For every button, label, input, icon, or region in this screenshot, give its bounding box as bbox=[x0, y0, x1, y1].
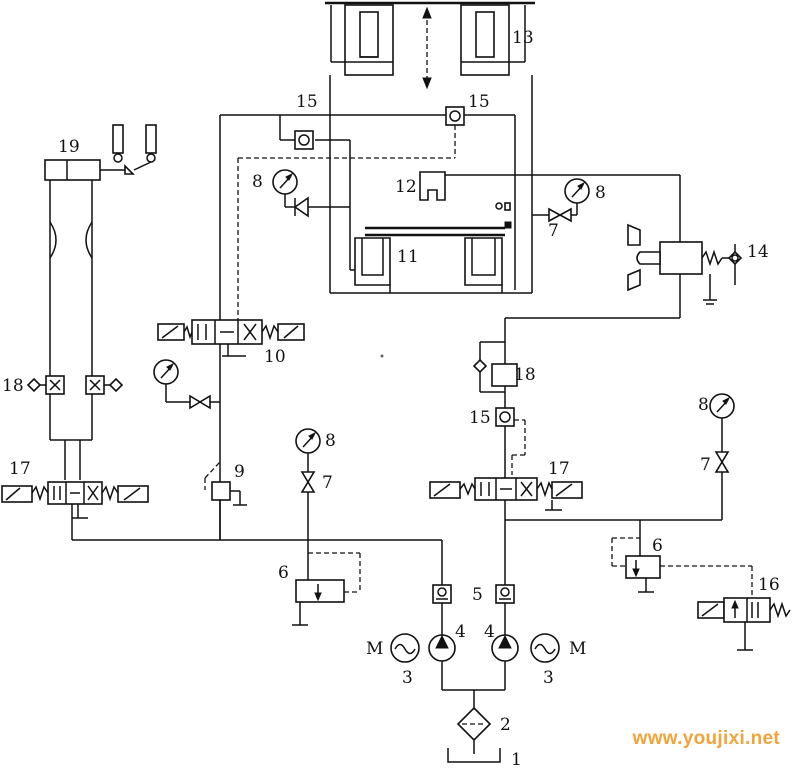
label-15-left: 15 bbox=[296, 92, 318, 112]
label-7-right: 7 bbox=[700, 455, 711, 475]
pressure-gauge-8-far-right bbox=[709, 393, 735, 520]
directional-valve-10 bbox=[157, 319, 305, 357]
speck bbox=[380, 354, 384, 358]
valve-16 bbox=[697, 597, 791, 651]
label-7-upper: 7 bbox=[548, 221, 559, 241]
cylinder-13 bbox=[325, 1, 535, 90]
label-9: 9 bbox=[234, 462, 245, 482]
die-12 bbox=[419, 171, 681, 245]
relief-valve-6-left bbox=[292, 552, 361, 626]
label-15-right: 15 bbox=[468, 92, 490, 112]
label-17-left: 17 bbox=[9, 459, 31, 479]
label-13: 13 bbox=[512, 28, 534, 48]
component-labels: 1 2 3 3 4 4 5 6 6 7 7 7 8 8 8 8 9 10 11 … bbox=[2, 28, 780, 770]
label-1: 1 bbox=[511, 750, 522, 770]
cylinder-14 bbox=[627, 223, 743, 318]
label-3-left: 3 bbox=[402, 668, 413, 688]
cylinder-19 bbox=[44, 124, 157, 480]
pressure-gauge-8-left bbox=[272, 169, 350, 218]
label-7-middle: 7 bbox=[322, 473, 333, 493]
check-valve-15-right bbox=[445, 106, 465, 126]
valve-18-left bbox=[26, 375, 124, 395]
check-valve-5-right bbox=[495, 584, 515, 635]
cylinder-11 bbox=[354, 202, 512, 293]
check-valve-5-left bbox=[432, 584, 452, 635]
relief-valve-6-right bbox=[611, 520, 753, 598]
label-16: 16 bbox=[758, 575, 780, 595]
label-19: 19 bbox=[58, 137, 80, 157]
motor-right bbox=[530, 633, 560, 663]
label-10: 10 bbox=[264, 347, 286, 367]
label-18-left: 18 bbox=[2, 376, 24, 396]
directional-valve-17-right bbox=[429, 477, 583, 511]
tank-1 bbox=[447, 748, 501, 763]
pump-4-right bbox=[491, 634, 519, 690]
upper-circuit bbox=[219, 75, 533, 540]
label-8-upper-right: 8 bbox=[595, 183, 606, 203]
label-4-left: 4 bbox=[455, 622, 466, 642]
label-18-right: 18 bbox=[514, 365, 536, 385]
pressure-gauge-8-right bbox=[532, 178, 590, 223]
label-8-upper-left: 8 bbox=[252, 172, 263, 192]
label-motor-right: M bbox=[569, 639, 586, 659]
label-8-middle: 8 bbox=[325, 431, 336, 451]
right-circuit bbox=[472, 317, 722, 585]
valve-9 bbox=[204, 461, 247, 540]
filter-2 bbox=[456, 706, 492, 754]
label-14: 14 bbox=[747, 242, 769, 262]
label-5: 5 bbox=[472, 585, 483, 605]
label-8-right: 8 bbox=[698, 395, 709, 415]
pump-4-left bbox=[428, 634, 456, 690]
label-11: 11 bbox=[397, 247, 419, 267]
label-2: 2 bbox=[500, 715, 511, 735]
watermark-text: www.youjixi.net bbox=[632, 728, 780, 749]
label-15-lower: 15 bbox=[469, 408, 491, 428]
label-6-right: 6 bbox=[652, 536, 663, 556]
pressure-gauge-left bbox=[153, 359, 220, 410]
directional-valve-17-left bbox=[1, 481, 149, 540]
motor-left bbox=[390, 633, 420, 663]
label-12: 12 bbox=[395, 177, 417, 197]
label-4-right: 4 bbox=[484, 622, 495, 642]
pressure-gauge-8-middle bbox=[295, 428, 321, 580]
label-motor-left: M bbox=[366, 639, 383, 659]
label-3-right: 3 bbox=[543, 668, 554, 688]
label-6-left: 6 bbox=[278, 563, 289, 583]
label-17-right: 17 bbox=[548, 459, 570, 479]
check-valve-15-left bbox=[294, 130, 314, 150]
